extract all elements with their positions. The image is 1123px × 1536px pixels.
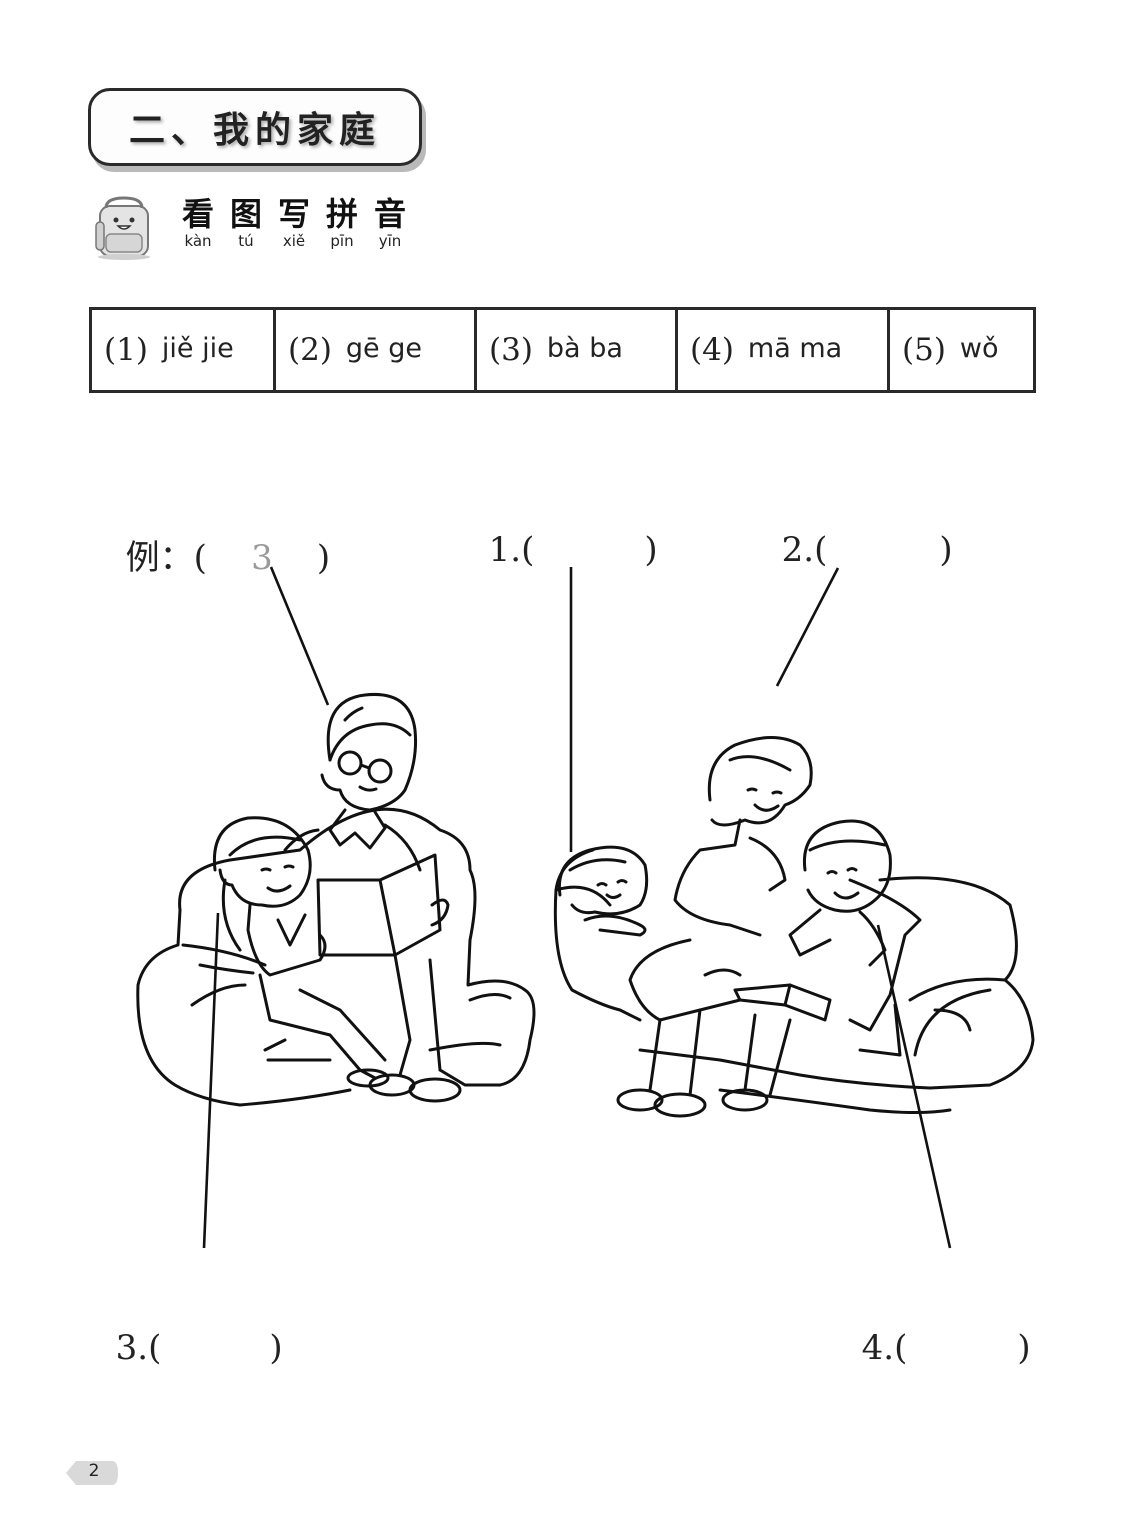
label-suffix: ) xyxy=(316,538,331,578)
pinyin: kàn xyxy=(184,232,212,250)
leader-line-2 xyxy=(775,567,840,687)
label-suffix: ) xyxy=(939,530,953,570)
label-suffix: ) xyxy=(1017,1328,1031,1368)
mother-figure xyxy=(616,736,813,1118)
label-prefix: 1.( xyxy=(488,530,535,570)
page-number: 2 xyxy=(88,1461,100,1481)
label-suffix: ) xyxy=(269,1328,283,1368)
option-number: (5) xyxy=(902,332,946,368)
leader-line-example xyxy=(269,566,330,706)
answer-blank-2[interactable]: 2.() xyxy=(760,490,953,570)
answer-blank-1[interactable]: 1.() xyxy=(467,490,658,570)
answer-blank-4[interactable]: 4.() xyxy=(840,1288,1031,1368)
option-pinyin: bà ba xyxy=(546,332,623,364)
label-prefix: 3.( xyxy=(115,1328,162,1368)
pinyin: xiě xyxy=(282,232,306,250)
option-pinyin: jiě jie xyxy=(161,332,234,364)
hanzi: 看 xyxy=(181,195,214,233)
word-bank-cell: (3) bà ba xyxy=(477,310,678,390)
label-suffix: ) xyxy=(644,530,658,570)
pinyin: yīn xyxy=(378,232,402,250)
option-pinyin: mā ma xyxy=(747,332,843,364)
option-number: (3) xyxy=(489,332,533,368)
answer-blank-3[interactable]: 3.() xyxy=(94,1288,283,1368)
hanzi: 拼 xyxy=(325,195,358,233)
example-answer: 3 xyxy=(251,538,273,578)
page-number-tab xyxy=(66,1461,118,1485)
chapter-title: 二、我的家庭 xyxy=(128,110,381,151)
backpack-mascot-icon xyxy=(95,196,150,260)
label-prefix: 2.( xyxy=(781,530,828,570)
word-bank-cell: (4) mā ma xyxy=(678,310,890,390)
leader-lines xyxy=(202,566,952,1249)
example-label: 例：( 3) xyxy=(104,490,331,579)
option-number: (4) xyxy=(690,332,734,368)
label-prefix: 例：( xyxy=(125,538,207,578)
word-bank-cell: (2) gē ge xyxy=(276,310,477,390)
option-pinyin: wǒ xyxy=(959,332,999,364)
option-pinyin: gē ge xyxy=(345,332,423,364)
label-prefix: 4.( xyxy=(861,1328,908,1368)
option-number: (1) xyxy=(104,332,148,368)
hanzi: 写 xyxy=(277,195,310,233)
pinyin: pīn xyxy=(330,232,354,250)
pinyin-word-bank: (1) jiě jie (2) gē ge (3) bà ba (4) mā m… xyxy=(89,307,1036,393)
sister-figure xyxy=(212,816,390,1088)
word-bank-cell: (5) wǒ xyxy=(890,310,1033,390)
hanzi: 图 xyxy=(229,195,262,233)
chapter-title-banner: 二、我的家庭 xyxy=(88,88,422,166)
father-figure xyxy=(283,692,462,1103)
left-sofa xyxy=(136,807,536,1107)
little-brother-figure xyxy=(557,845,649,937)
hanzi: 音 xyxy=(373,195,406,233)
leader-line-3 xyxy=(202,912,220,1249)
option-number: (2) xyxy=(288,332,332,368)
right-sofa xyxy=(553,848,1035,1114)
pinyin: tú xyxy=(238,232,254,250)
word-bank-cell: (1) jiě jie xyxy=(92,310,276,390)
older-brother-figure xyxy=(721,819,892,1112)
